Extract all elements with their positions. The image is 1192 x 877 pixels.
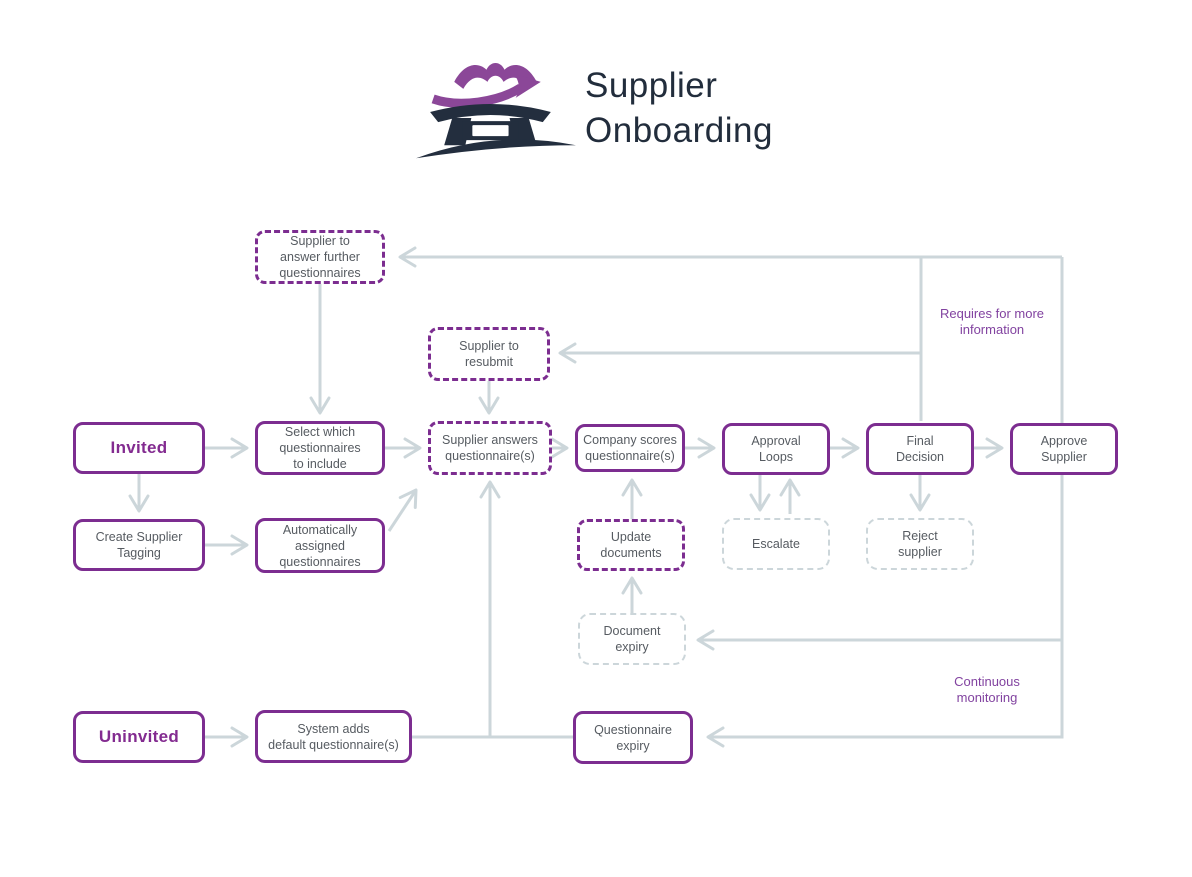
node-supplier-answer-further: Supplier to answer further questionnaire… xyxy=(255,230,385,284)
brand-title-line1: Supplier xyxy=(585,66,718,105)
node-company-scores-questionnaires: Company scores questionnaire(s) xyxy=(575,424,685,472)
annotation-requires-more-information: Requires for more information xyxy=(939,306,1045,337)
node-create-supplier-tagging: Create Supplier Tagging xyxy=(73,519,205,571)
node-approve-supplier: Approve Supplier xyxy=(1010,423,1118,475)
annotation-continuous-monitoring: Continuous monitoring xyxy=(954,674,1020,705)
node-select-questionnaires: Select which questionnaires to include xyxy=(255,421,385,475)
node-uninvited: Uninvited xyxy=(73,711,205,763)
node-supplier-answers-questionnaires: Supplier answers questionnaire(s) xyxy=(428,421,552,475)
node-system-adds-default-questionnaires: System adds default questionnaire(s) xyxy=(255,710,412,763)
node-automatically-assigned-questionnaires: Automatically assigned questionnaires xyxy=(255,518,385,573)
node-questionnaire-expiry: Questionnaire expiry xyxy=(573,711,693,764)
node-invited: Invited xyxy=(73,422,205,474)
node-escalate: Escalate xyxy=(722,518,830,570)
node-update-documents: Update documents xyxy=(577,519,685,571)
node-document-expiry: Document expiry xyxy=(578,613,686,665)
node-supplier-to-resubmit: Supplier to resubmit xyxy=(428,327,550,381)
brand-title-line2: Onboarding xyxy=(585,111,773,150)
brand-logo-icon xyxy=(416,62,576,159)
node-approval-loops: Approval Loops xyxy=(722,423,830,475)
brand-title: Supplier Onboarding xyxy=(585,63,773,153)
node-final-decision: Final Decision xyxy=(866,423,974,475)
node-reject-supplier: Reject supplier xyxy=(866,518,974,570)
